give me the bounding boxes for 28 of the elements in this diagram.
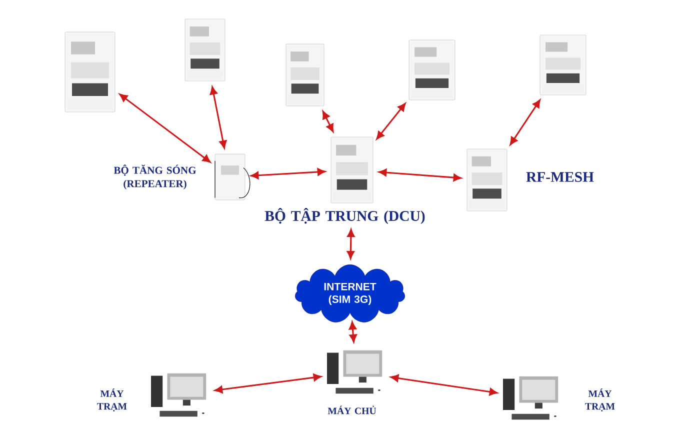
computer-drawing bbox=[327, 350, 382, 394]
arrow bbox=[322, 110, 334, 132]
meter-drawing bbox=[408, 40, 456, 100]
node-caption: MÁY TRẠM bbox=[585, 388, 615, 412]
arrow bbox=[346, 228, 355, 260]
arrow bbox=[119, 94, 211, 163]
node-caption: BỘ TĂNG SÓNG (REPEATER) bbox=[114, 164, 196, 190]
meter-drawing bbox=[64, 32, 116, 112]
node-caption: BỘ TẬP TRUNG (DCU) bbox=[264, 208, 425, 224]
node-caption: RF-MESH bbox=[526, 172, 594, 182]
repeater-drawing bbox=[214, 154, 250, 200]
meter-drawing bbox=[466, 148, 508, 212]
meter-drawing bbox=[184, 18, 226, 82]
node-caption: MÁY CHỦ bbox=[328, 406, 376, 414]
arrow bbox=[348, 322, 357, 342]
node-caption: MÁY TRẠM bbox=[97, 388, 127, 412]
computer-drawing bbox=[503, 376, 558, 420]
meter-drawing bbox=[540, 34, 586, 96]
arrow bbox=[510, 100, 540, 146]
arrow bbox=[250, 168, 326, 180]
arrow bbox=[210, 86, 227, 149]
computer-drawing bbox=[151, 373, 206, 417]
arrow bbox=[214, 374, 322, 394]
meter-drawing bbox=[330, 136, 374, 204]
arrow bbox=[378, 168, 462, 182]
arrow bbox=[376, 102, 406, 140]
meter-drawing bbox=[286, 44, 324, 106]
arrow bbox=[390, 374, 498, 396]
